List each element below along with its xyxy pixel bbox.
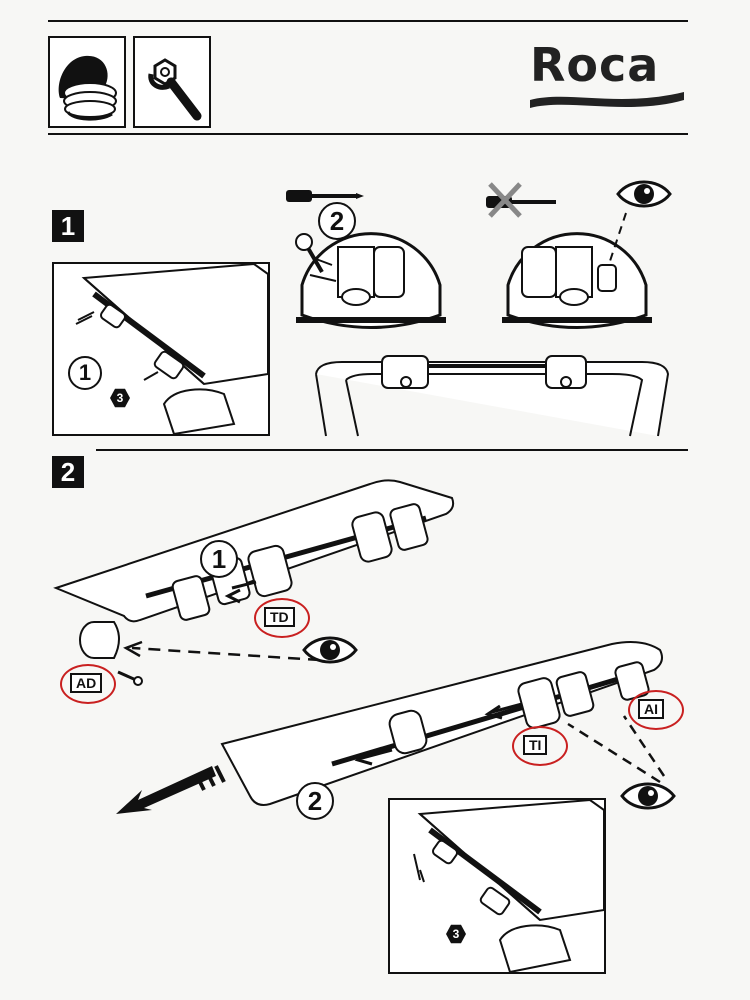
header-bottom-rule xyxy=(48,133,688,135)
screwdriver-icon xyxy=(286,190,364,202)
step-1-tool-count-badge: 3 xyxy=(110,388,130,408)
brand-logo-swoosh xyxy=(530,92,684,108)
crossed-screwdriver-icon xyxy=(486,182,556,218)
step-1-zoom-circle-inspect xyxy=(502,212,652,329)
step-1-badge: 1 xyxy=(52,210,84,242)
step-1-seat-outline xyxy=(315,355,670,437)
brand-logo: Roca xyxy=(530,38,660,92)
wrench-icon xyxy=(148,58,202,121)
wrench-icon-box xyxy=(133,36,211,128)
label-ai-highlight xyxy=(628,690,684,730)
eye-icon-step-2b xyxy=(620,782,676,810)
step-2-badge: 2 xyxy=(52,456,84,488)
label-ti: TI xyxy=(523,735,548,755)
step-1-substep-1: 1 xyxy=(68,356,102,390)
step-2-top-rule xyxy=(96,449,688,451)
end-cap-drawing xyxy=(79,621,120,659)
step-2-substep-2: 2 xyxy=(296,782,334,820)
label-td-highlight xyxy=(254,598,310,638)
label-ad: AD xyxy=(70,673,103,693)
header-top-rule xyxy=(48,20,688,22)
eye-icon-step-2a xyxy=(302,636,358,664)
label-ti-highlight xyxy=(512,726,568,766)
eye-icon xyxy=(616,180,672,208)
toilet-seat-icon xyxy=(58,55,117,121)
small-screw-icon xyxy=(117,670,143,686)
step-2-tool-count-badge: 3 xyxy=(446,924,466,944)
step-1-seat-hinge-drawing xyxy=(75,264,268,434)
label-ad-highlight xyxy=(60,664,116,704)
label-ai: AI xyxy=(638,699,664,719)
toilet-seat-icon-box xyxy=(48,36,126,128)
step-2-seat-hinge-drawing xyxy=(413,800,604,972)
step-1-substep-2: 2 xyxy=(318,202,356,240)
step-1-zoom-circle-screw-removal xyxy=(296,232,446,329)
label-td: TD xyxy=(264,607,295,627)
step-2-lower-seat-drawing xyxy=(220,641,663,806)
slide-direction-arrow xyxy=(116,765,226,814)
eye-pointer-dashed-line xyxy=(123,640,321,662)
step-2-upper-seat-drawing xyxy=(53,479,455,623)
step-2-substep-1: 1 xyxy=(200,540,238,578)
eye-pointer-dashed-lines-right xyxy=(567,715,666,784)
step-1-detail-panel: 1 3 xyxy=(52,262,270,436)
screw-icon xyxy=(295,233,324,274)
step-2-detail-panel: 3 xyxy=(388,798,606,974)
